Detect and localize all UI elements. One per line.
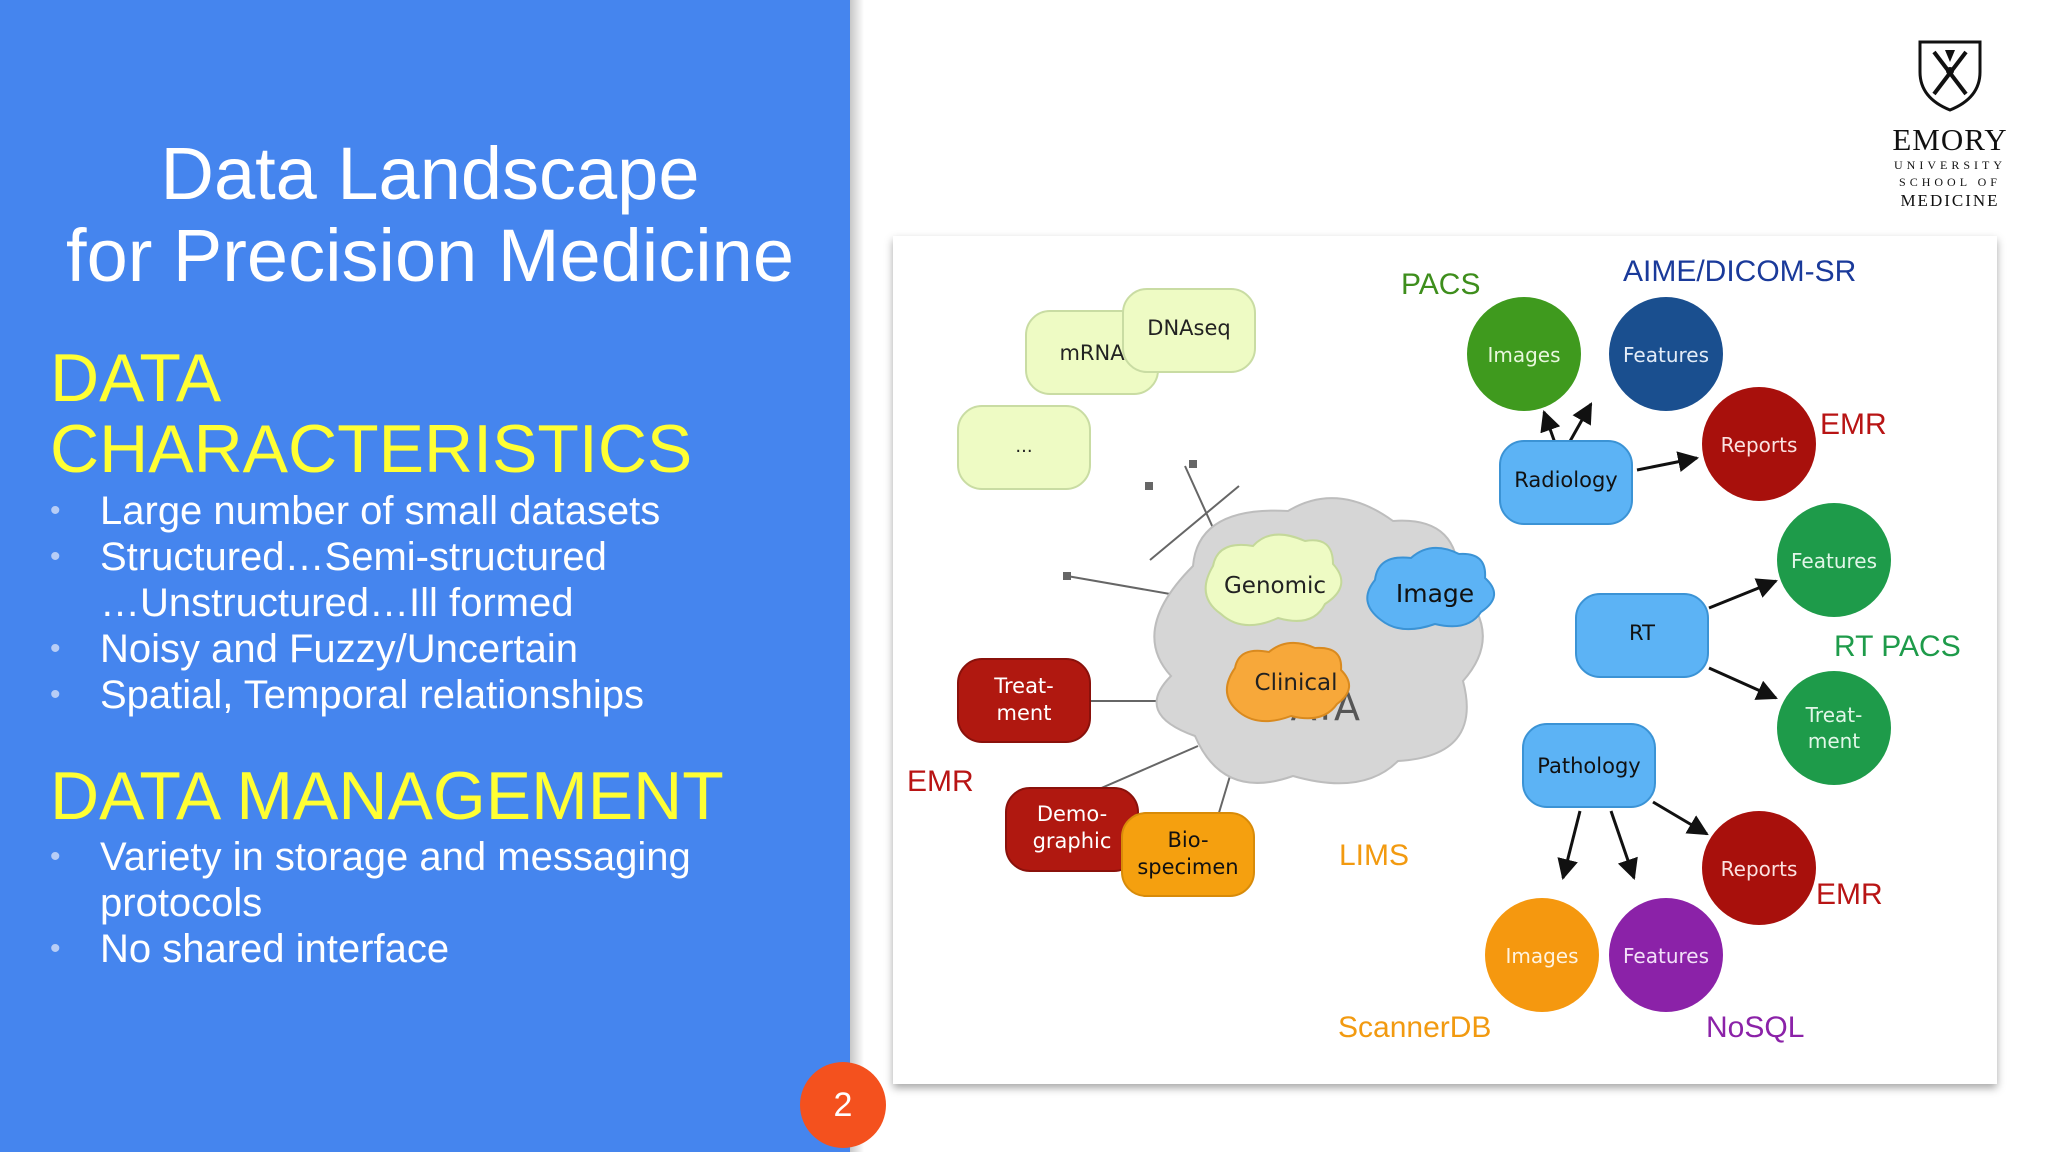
label-scannerdb: ScannerDB <box>1338 1011 1491 1044</box>
svg-text:Reports: Reports <box>1721 433 1798 457</box>
list-item: •Structured…Semi-structured <box>50 535 607 579</box>
svg-text:Features: Features <box>1623 343 1709 367</box>
circle-rt-treatment: Treat- ment <box>1777 671 1891 785</box>
svg-text:Reports: Reports <box>1721 857 1798 881</box>
logo-name: EMORY <box>1892 122 2008 157</box>
section-heading-data-characteristics-2: CHARACTERISTICS <box>50 411 693 487</box>
management-list: •Variety in storage and messaging protoc… <box>50 834 810 972</box>
bullet-dot: • <box>50 632 61 665</box>
list-item-continuation: protocols <box>100 881 263 925</box>
list-item: •No shared interface <box>50 927 450 971</box>
list-item: •Spatial, Temporal relationships <box>50 673 645 717</box>
svg-text:mRNA: mRNA <box>1059 341 1125 365</box>
svg-text:graphic: graphic <box>1033 829 1112 853</box>
svg-text:Treat-: Treat- <box>1805 703 1863 727</box>
clinical-cloud: Clinical <box>1226 641 1350 723</box>
label-emr-pathology: EMR <box>1816 878 1883 911</box>
node-radiology: Radiology <box>1499 440 1633 525</box>
shield-torch-icon <box>1918 40 1982 112</box>
node-biospecimen: Bio- specimen <box>1121 812 1255 897</box>
svg-text:specimen: specimen <box>1137 855 1238 879</box>
bullet-dot: • <box>50 840 61 873</box>
svg-text:Demo-: Demo- <box>1037 802 1107 826</box>
label-emr-clinical: EMR <box>907 765 974 798</box>
svg-text:ment: ment <box>997 701 1052 725</box>
svg-text:Images: Images <box>1487 343 1560 367</box>
logo-line-university: UNIVERSITY <box>1894 158 2006 172</box>
svg-text:DNAseq: DNAseq <box>1147 316 1230 340</box>
bullet-dot: • <box>50 678 61 711</box>
label-aime-dicom-sr: AIME/DICOM-SR <box>1623 255 1856 288</box>
list-item-continuation: …Unstructured…Ill formed <box>100 581 574 625</box>
label-lims: LIMS <box>1339 839 1409 872</box>
data-landscape-diagram: DATA Genomic Image Clinical mRNA DNAseq … <box>893 236 1997 1084</box>
list-item: •Large number of small datasets <box>50 489 661 533</box>
node-rt: RT <box>1575 593 1709 678</box>
clinical-label: Clinical <box>1255 670 1338 696</box>
section-heading-data-characteristics-1: DATA <box>50 340 222 416</box>
genomic-label: Genomic <box>1224 573 1326 599</box>
page-number-badge: 2 <box>800 1062 886 1148</box>
diagram-canvas: DATA Genomic Image Clinical mRNA DNAseq … <box>907 255 1961 1044</box>
circle-rad-reports: Reports <box>1702 387 1816 501</box>
bullet-dot: • <box>50 540 61 573</box>
left-panel: Data Landscape for Precision Medicine DA… <box>0 0 850 1152</box>
svg-text:Radiology: Radiology <box>1514 468 1617 492</box>
circle-rad-images: Images <box>1467 297 1581 411</box>
circle-path-images: Images <box>1485 898 1599 1012</box>
circle-path-features: Features <box>1609 898 1723 1012</box>
svg-text:ment: ment <box>1808 729 1860 753</box>
panel-shadow <box>850 0 864 1152</box>
source-labels: PACS AIME/DICOM-SR EMR RT PACS EMR LIMS … <box>907 255 1961 1044</box>
svg-text:Bio-: Bio- <box>1167 828 1208 852</box>
section-heading-data-management: DATA MANAGEMENT <box>50 758 724 834</box>
svg-text:RT: RT <box>1629 621 1655 645</box>
arrow-lines <box>1540 402 1778 881</box>
image-label: Image <box>1396 579 1474 608</box>
bullet-dot: • <box>50 932 61 965</box>
characteristics-list: •Large number of small datasets •Structu… <box>50 488 810 718</box>
circle-path-reports: Reports <box>1702 811 1816 925</box>
label-rt-pacs: RT PACS <box>1834 630 1961 663</box>
logo-line-medicine: MEDICINE <box>1900 191 2000 210</box>
svg-text:Images: Images <box>1505 944 1578 968</box>
emory-logo: EMORY UNIVERSITY SCHOOL OF MEDICINE <box>1880 38 2020 218</box>
label-emr-radiology: EMR <box>1820 408 1887 441</box>
label-pacs: PACS <box>1401 268 1480 301</box>
svg-text:Treat-: Treat- <box>993 674 1054 698</box>
image-cloud: Image <box>1366 547 1495 631</box>
slide-title-line-2: for Precision Medicine <box>66 214 794 297</box>
node-ellipsis: ... <box>957 405 1091 490</box>
label-nosql: NoSQL <box>1706 1011 1804 1044</box>
svg-text:Features: Features <box>1791 549 1877 573</box>
circle-rt-features: Features <box>1777 503 1891 617</box>
circle-rad-features: Features <box>1609 297 1723 411</box>
bullet-dot: • <box>50 494 61 527</box>
node-pathology: Pathology <box>1522 723 1656 808</box>
logo-line-school: SCHOOL OF <box>1899 175 2001 189</box>
genomic-cloud: Genomic <box>1204 533 1343 627</box>
svg-text:Pathology: Pathology <box>1537 754 1640 778</box>
svg-text:Features: Features <box>1623 944 1709 968</box>
connector-mrna <box>1149 485 1240 561</box>
node-treatment: Treat- ment <box>957 658 1091 743</box>
list-item: •Noisy and Fuzzy/Uncertain <box>50 627 578 671</box>
list-item: •Variety in storage and messaging <box>50 835 691 879</box>
node-demographic: Demo- graphic <box>1005 787 1139 872</box>
svg-text:...: ... <box>1015 436 1032 457</box>
node-dnaseq: DNAseq <box>1122 288 1256 373</box>
slide-title-line-1: Data Landscape <box>160 132 700 215</box>
